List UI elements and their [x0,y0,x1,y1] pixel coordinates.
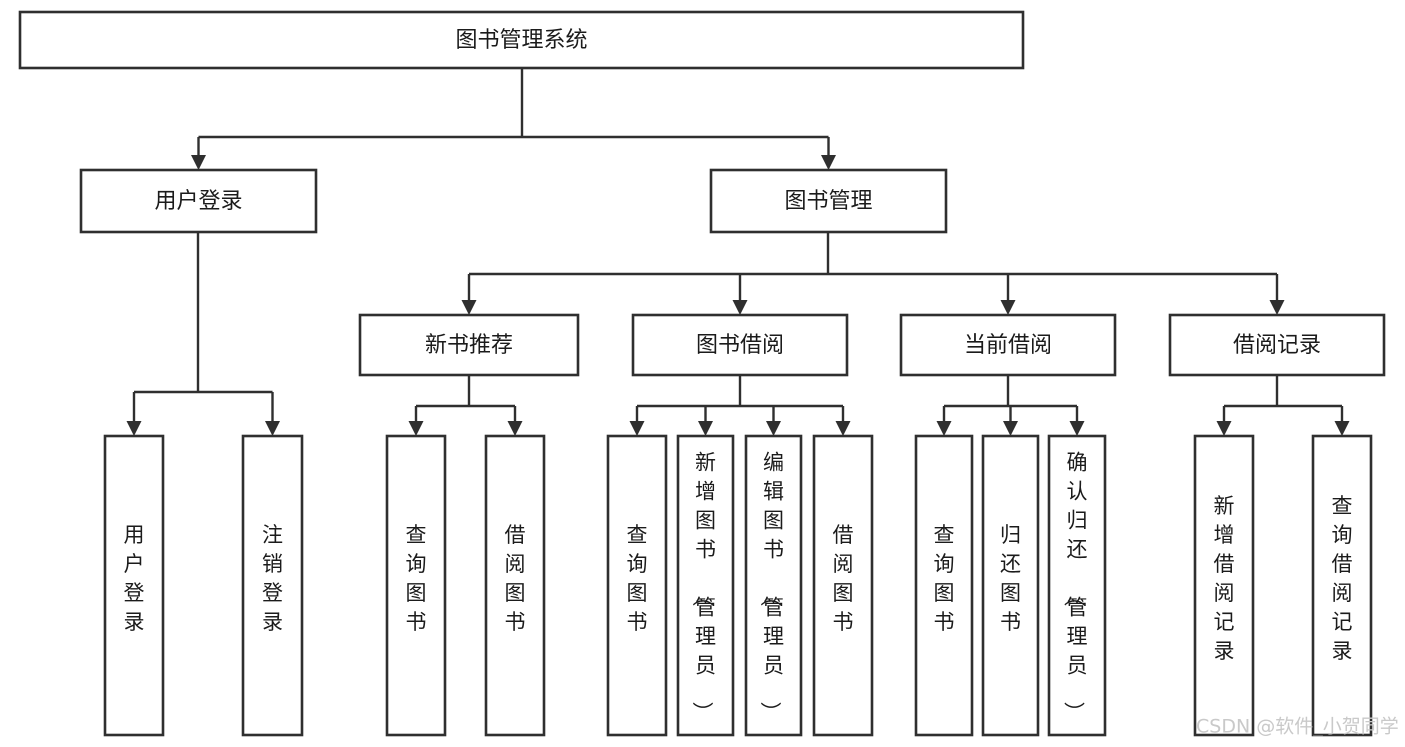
node-box[interactable] [744,434,803,737]
node-box[interactable] [1311,434,1373,737]
node-leaf-query-book-3[interactable]: 查询图书 [914,434,974,737]
arrow-head-icon [191,155,206,170]
node-leaf-logout-login[interactable]: 注销登录 [241,434,304,737]
node-box[interactable] [79,168,318,234]
node-label: 归还图书 [1000,523,1021,634]
node-label: 查询借阅记录 [1332,494,1353,663]
node-label: 当前借阅 [964,333,1052,358]
node-root[interactable]: 图书管理系统 [18,10,1025,70]
arrow-head-icon [732,300,748,315]
node-book-management[interactable]: 图书管理 [709,168,948,234]
node-box[interactable] [385,434,447,737]
arrow-head-icon [408,421,424,436]
arrow-head-icon [1069,421,1085,436]
arrow-head-icon [766,421,781,436]
node-new-book-recommend[interactable]: 新书推荐 [358,313,580,377]
node-label: 图书借阅 [696,333,784,358]
node-leaf-query-book-2[interactable]: 查询图书 [606,434,668,737]
arrow-head-icon [1000,300,1016,315]
arrow-head-icon [936,421,952,436]
node-borrow-record[interactable]: 借阅记录 [1168,313,1386,377]
node-box[interactable] [18,10,1025,70]
arrow-head-icon [698,421,713,436]
node-box[interactable] [484,434,546,737]
node-label: 借阅图书 [833,523,854,634]
node-box[interactable] [1168,313,1386,377]
arrow-head-icon [461,300,477,315]
node-book-borrow[interactable]: 图书借阅 [631,313,849,377]
node-leaf-user-login[interactable]: 用户登录 [103,434,165,737]
node-box[interactable] [358,313,580,377]
arrow-head-icon [629,421,645,436]
node-box[interactable] [914,434,974,737]
node-leaf-edit-book-admin[interactable]: 编辑图书（管理员） [744,434,803,737]
node-leaf-query-book-1[interactable]: 查询图书 [385,434,447,737]
node-leaf-borrow-book-2[interactable]: 借阅图书 [812,434,874,737]
node-user-login[interactable]: 用户登录 [79,168,318,234]
node-current-borrow[interactable]: 当前借阅 [899,313,1117,377]
connector-current-borrow-to-leaves [936,375,1085,436]
node-label: 借阅图书 [505,523,526,634]
node-label: 用户登录 [124,523,145,634]
node-box[interactable] [676,434,735,737]
csdn-watermark: CSDN @软件_小贺同学 [1196,716,1399,738]
node-leaf-query-borrow-record[interactable]: 查询借阅记录 [1311,434,1373,737]
node-label: 编辑图书（管理员） [758,451,784,723]
node-box[interactable] [981,434,1040,737]
node-leaf-confirm-return-admin[interactable]: 确认归还（管理员） [1047,434,1107,737]
node-label: 新增图书（管理员） [690,451,716,723]
arrow-head-icon [1003,421,1018,436]
connector-root-to-level2 [191,68,836,170]
node-box[interactable] [899,313,1117,377]
connector-book-borrow-to-leaves [629,375,851,436]
node-label: 新增借阅记录 [1214,494,1235,663]
arrow-head-icon [835,421,851,436]
connector-book-management-to-level3 [461,232,1285,315]
arrow-head-icon [1269,300,1285,315]
node-label: 新书推荐 [425,333,513,358]
node-box[interactable] [1047,434,1107,737]
node-box[interactable] [241,434,304,737]
node-box[interactable] [709,168,948,234]
node-label: 用户登录 [154,189,242,214]
node-label: 图书管理系统 [455,28,587,53]
arrow-head-icon [507,421,523,436]
node-box[interactable] [103,434,165,737]
node-box[interactable] [812,434,874,737]
node-label: 确认归还（管理员） [1062,451,1088,723]
node-label: 查询图书 [934,523,955,634]
node-leaf-borrow-book-1[interactable]: 借阅图书 [484,434,546,737]
node-leaf-return-book[interactable]: 归还图书 [981,434,1040,737]
connector-new-book-recommend-to-leaves [408,375,523,436]
node-box[interactable] [1193,434,1255,737]
node-label: 注销登录 [262,523,283,634]
node-label: 查询图书 [627,523,648,634]
node-leaf-add-borrow-record[interactable]: 新增借阅记录 [1193,434,1255,737]
node-label: 图书管理 [784,189,872,214]
arrow-head-icon [265,421,280,436]
connector-user-login-to-leaves [126,232,280,436]
arrow-head-icon [1216,421,1232,436]
arrow-head-icon [821,155,836,170]
node-box[interactable] [606,434,668,737]
node-label: 查询图书 [406,523,427,634]
connector-layer [126,68,1350,436]
arrow-head-icon [126,421,142,436]
node-leaf-add-book-admin[interactable]: 新增图书（管理员） [676,434,735,737]
node-layer: 图书管理系统用户登录图书管理新书推荐图书借阅当前借阅借阅记录用户登录注销登录查询… [18,10,1386,737]
node-box[interactable] [631,313,849,377]
arrow-head-icon [1334,421,1350,436]
node-label: 借阅记录 [1233,333,1321,358]
connector-borrow-record-to-leaves [1216,375,1350,436]
